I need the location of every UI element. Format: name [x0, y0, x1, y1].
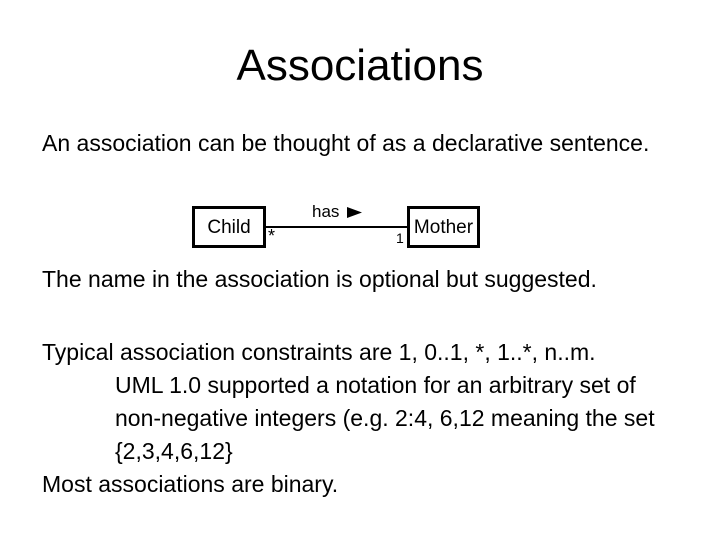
uml-class-box-child: Child [192, 206, 266, 248]
multiplicity-mother: 1 [396, 230, 404, 246]
uml-class-name-child: Child [207, 216, 251, 238]
body-line-uml10-notation: UML 1.0 supported a notation for an arbi… [115, 372, 636, 398]
slide-title: Associations [236, 41, 484, 90]
association-line [266, 226, 407, 228]
multiplicity-child: * [268, 226, 276, 246]
association-name: has [312, 202, 340, 221]
body-line-declarative-sentence: An association can be thought of as a de… [42, 130, 650, 156]
body-line-most-binary: Most associations are binary. [42, 471, 339, 497]
uml-class-box-mother: Mother [407, 206, 480, 248]
body-line-nonnegative-integers: non-negative integers (e.g. 2:4, 6,12 me… [115, 405, 655, 431]
association-label: has [312, 202, 363, 221]
direction-arrow-icon [347, 206, 363, 218]
uml-class-name-mother: Mother [413, 216, 474, 238]
body-line-name-optional: The name in the association is optional … [42, 266, 597, 292]
body-line-set-literal: {2,3,4,6,12} [115, 438, 233, 464]
body-line-typical-constraints: Typical association constraints are 1, 0… [42, 339, 596, 365]
